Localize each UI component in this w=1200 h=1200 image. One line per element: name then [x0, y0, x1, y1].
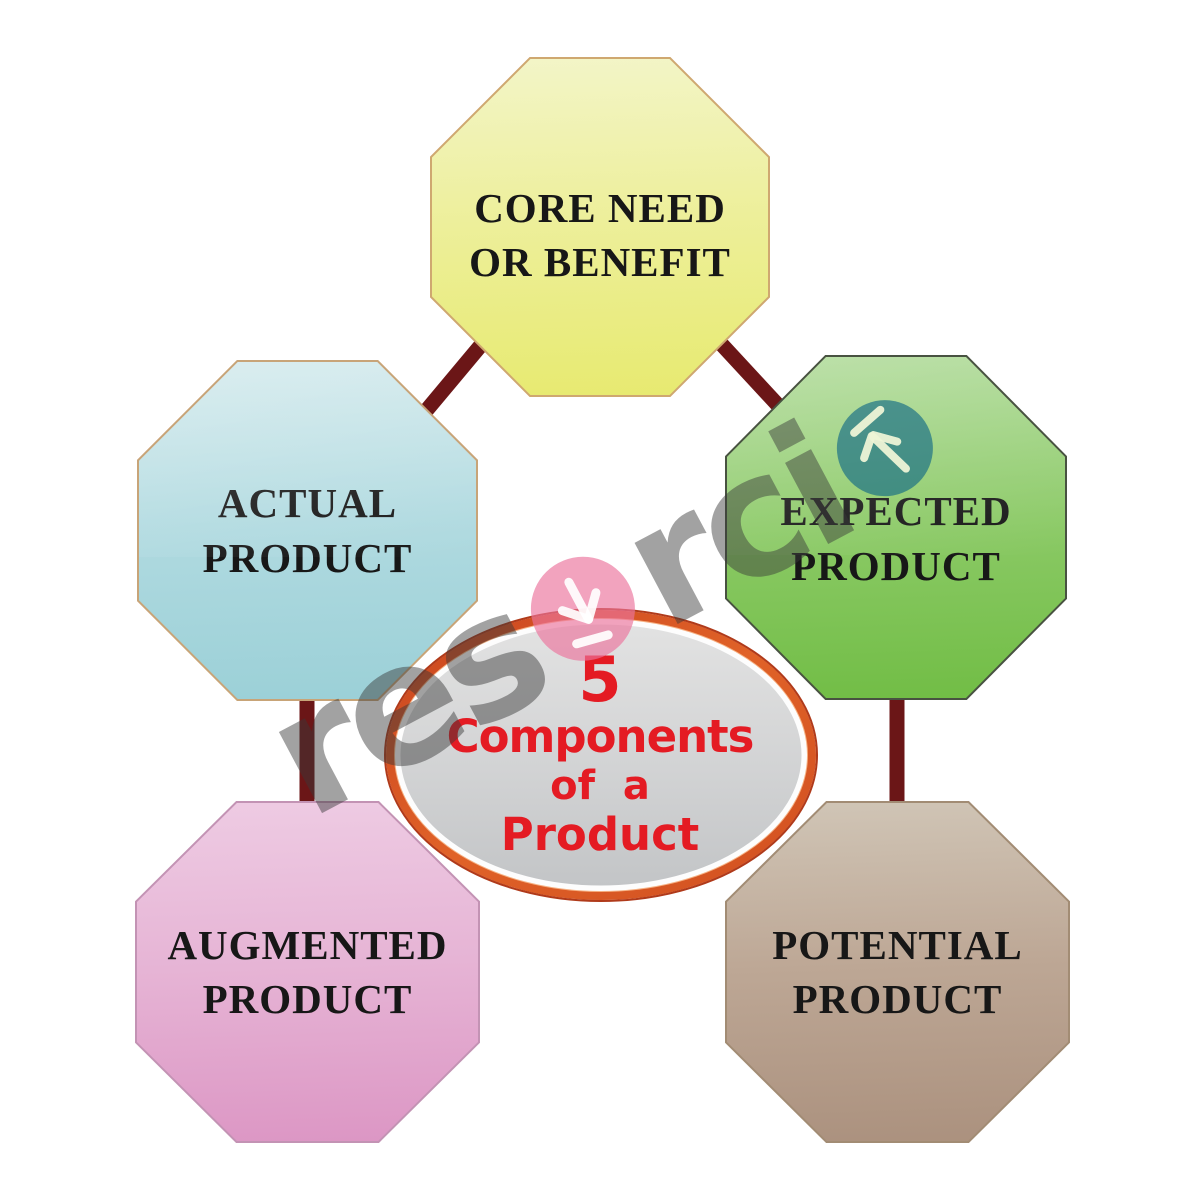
- node-core-need-line1: CORE NEED: [474, 184, 726, 231]
- node-augmented-product: AUGMENTED PRODUCT: [135, 801, 480, 1143]
- node-augmented-product-line1: AUGMENTED: [167, 921, 448, 968]
- node-actual-product-line1: ACTUAL: [217, 480, 398, 527]
- node-augmented-product-label: AUGMENTED PRODUCT: [167, 918, 447, 1026]
- node-expected-product-line1: EXPECTED: [780, 488, 1012, 535]
- center-title-line3: Product: [500, 808, 700, 861]
- center-title-line1: Components: [446, 710, 755, 764]
- node-expected-product-line2: PRODUCT: [791, 542, 1001, 589]
- node-expected-product-label: EXPECTED PRODUCT: [780, 484, 1011, 592]
- node-core-need-line2: OR BENEFIT: [469, 239, 731, 285]
- center-title: 5 Components of a Product: [447, 640, 755, 870]
- node-core-need: CORE NEED OR BENEFIT: [430, 57, 770, 397]
- center-title-line2: of a: [550, 763, 650, 809]
- node-expected-product: EXPECTED PRODUCT: [725, 355, 1067, 700]
- center-title-number: 5: [578, 643, 622, 717]
- node-potential-product-line1: POTENTIAL: [772, 921, 1023, 968]
- node-augmented-product-line2: PRODUCT: [202, 976, 413, 1022]
- node-actual-product-line2: PRODUCT: [202, 534, 413, 581]
- node-actual-product-label: ACTUAL PRODUCT: [203, 476, 413, 584]
- node-actual-product: ACTUAL PRODUCT: [137, 360, 478, 701]
- node-potential-product: POTENTIAL PRODUCT: [725, 801, 1070, 1143]
- node-core-need-label: CORE NEED OR BENEFIT: [469, 181, 731, 289]
- node-potential-product-label: POTENTIAL PRODUCT: [772, 918, 1023, 1026]
- node-potential-product-line2: PRODUCT: [792, 976, 1003, 1022]
